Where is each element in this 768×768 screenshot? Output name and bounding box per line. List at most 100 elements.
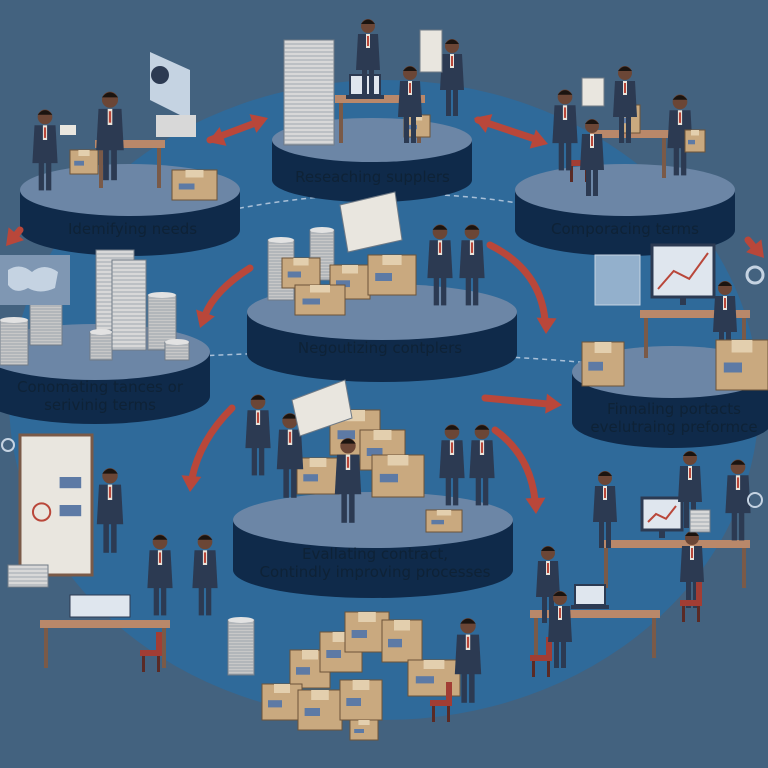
paper-stack bbox=[156, 115, 196, 137]
desk-leg bbox=[742, 318, 746, 358]
arrow-head bbox=[196, 309, 215, 328]
world-map-shape bbox=[8, 266, 58, 292]
map-panel bbox=[150, 52, 190, 120]
arrow-shaft bbox=[486, 241, 549, 324]
person-hair bbox=[102, 468, 118, 474]
box-tape bbox=[436, 510, 452, 516]
paper-stack bbox=[689, 509, 711, 533]
person-leg bbox=[349, 489, 355, 523]
box-tape bbox=[342, 265, 358, 274]
chair bbox=[680, 582, 702, 622]
person-leg bbox=[619, 113, 624, 143]
desk-leg bbox=[644, 318, 648, 358]
box-tape bbox=[387, 455, 409, 466]
label-identifying: Idemifying needs bbox=[67, 220, 198, 238]
person-torso bbox=[552, 105, 578, 144]
arrow-head bbox=[196, 309, 215, 328]
monitor-stand bbox=[659, 530, 665, 538]
box-tape bbox=[358, 720, 370, 725]
arrow-head bbox=[746, 239, 764, 258]
person-torso bbox=[398, 81, 422, 117]
person-leg bbox=[558, 138, 564, 171]
chair-seat bbox=[680, 600, 702, 606]
person-leg bbox=[561, 638, 566, 668]
person-leg bbox=[465, 273, 471, 306]
box-label bbox=[588, 361, 603, 371]
person-hair bbox=[541, 546, 555, 551]
person-leg bbox=[461, 669, 467, 703]
person-evaluating-5 bbox=[469, 424, 495, 506]
box-label bbox=[336, 280, 350, 288]
desk-leg bbox=[339, 103, 343, 143]
person-leg bbox=[38, 158, 44, 191]
coin-top bbox=[165, 339, 189, 345]
person-negotiating-1 bbox=[427, 224, 453, 306]
label-negotiating: Negoutizing contplers bbox=[297, 339, 463, 357]
person-hair bbox=[101, 92, 119, 98]
person-comparing-3 bbox=[613, 66, 637, 143]
box-label bbox=[346, 698, 361, 706]
person-bottomright-1 bbox=[593, 471, 617, 548]
person-tie bbox=[409, 83, 411, 93]
person-hair bbox=[460, 618, 476, 624]
person-leg bbox=[433, 273, 439, 306]
box-tape bbox=[731, 340, 753, 353]
person-tie bbox=[108, 111, 112, 123]
cardboard-box bbox=[69, 149, 99, 175]
person-hair bbox=[403, 66, 417, 71]
person-leg bbox=[111, 519, 117, 553]
person-torso bbox=[725, 475, 751, 514]
person-tie bbox=[724, 298, 726, 308]
box-tape bbox=[594, 342, 612, 353]
arrow-head bbox=[249, 114, 268, 133]
person-tie bbox=[689, 468, 691, 478]
person-hair bbox=[432, 225, 448, 230]
cardboard-box bbox=[581, 341, 625, 387]
person-leg bbox=[453, 86, 458, 116]
cardboard-box bbox=[294, 284, 346, 316]
coin-top bbox=[268, 237, 294, 243]
label-conomating: Conomating tances or serivinig terms bbox=[17, 378, 183, 414]
person-leg bbox=[341, 489, 347, 523]
person-leg bbox=[291, 464, 297, 498]
cardboard-box bbox=[425, 509, 463, 533]
box-tape bbox=[309, 458, 327, 467]
arrow-head bbox=[545, 393, 562, 414]
desk-leg bbox=[742, 548, 746, 588]
monitor-graph bbox=[657, 252, 709, 290]
person-hair bbox=[197, 535, 213, 540]
person-leg bbox=[259, 443, 265, 476]
box-label bbox=[688, 139, 695, 145]
box-tape bbox=[311, 690, 329, 700]
person-torso bbox=[427, 240, 453, 279]
coin-stack bbox=[164, 339, 190, 361]
cardboard-box bbox=[319, 631, 363, 673]
person-leg bbox=[198, 583, 204, 616]
chair-seat bbox=[430, 700, 452, 706]
person-torso bbox=[192, 550, 218, 589]
chair-leg bbox=[432, 706, 435, 722]
person-leg bbox=[599, 518, 604, 548]
document-sheet bbox=[581, 77, 605, 107]
person-leg bbox=[626, 113, 631, 143]
person-leg bbox=[469, 669, 475, 703]
desk-finalizing bbox=[640, 310, 750, 358]
person-leg bbox=[251, 443, 257, 476]
coin-body bbox=[29, 299, 63, 346]
person-hair bbox=[444, 425, 460, 430]
clipboard bbox=[60, 125, 76, 135]
chair-seat bbox=[530, 655, 552, 661]
box-label bbox=[326, 650, 341, 658]
box-label bbox=[337, 430, 355, 440]
box-label bbox=[366, 448, 383, 456]
chair-leg bbox=[142, 656, 145, 672]
coin-stack bbox=[0, 317, 29, 366]
person-leg bbox=[483, 473, 489, 506]
person-tie bbox=[450, 442, 454, 453]
arrow-head bbox=[6, 227, 24, 246]
box-tape bbox=[302, 650, 318, 660]
person-bottomright-3 bbox=[725, 459, 751, 541]
stack-body bbox=[283, 39, 335, 146]
person-leg bbox=[693, 578, 698, 608]
person-leg bbox=[731, 508, 737, 541]
